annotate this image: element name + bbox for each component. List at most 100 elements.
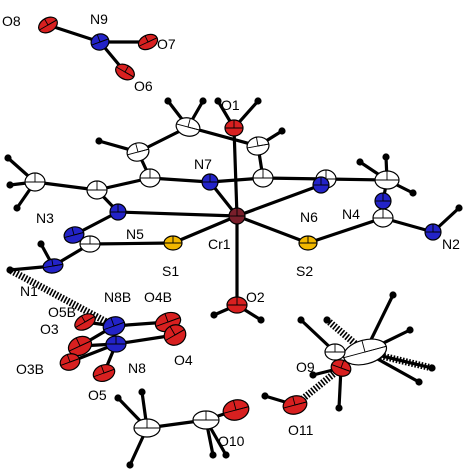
equator-line <box>155 317 181 327</box>
atom-n3 <box>63 226 85 244</box>
hydrogen-atom-h19 <box>323 316 331 324</box>
equator-line <box>91 38 109 46</box>
label-N2: N2 <box>442 236 460 252</box>
hydrogen-atom-h20 <box>389 291 397 299</box>
atom-labels-layer: O8 N9 O7 O6 O1 N7 N3 N5 Cr1 N6 N4 N2 S1 … <box>2 11 460 449</box>
hydrogen-atoms-layer <box>4 97 463 469</box>
label-O3B: O3B <box>16 361 44 377</box>
atom-o4 <box>163 324 187 346</box>
equator-line <box>127 148 149 156</box>
atom-c6 <box>86 180 108 200</box>
label-N8B: N8B <box>104 289 131 305</box>
hydrogen-atom-h25 <box>335 404 343 412</box>
label-N7: N7 <box>194 156 212 172</box>
atom-cr1 <box>228 207 246 225</box>
hydrogen-atom-h1 <box>214 97 222 105</box>
atom-c13 <box>324 343 346 361</box>
bonds-layer <box>6 23 461 467</box>
label-O11: O11 <box>288 422 314 438</box>
atom-c14 <box>192 410 220 430</box>
label-N5: N5 <box>126 226 144 242</box>
equator-line <box>247 143 269 149</box>
atom-c15 <box>133 418 161 438</box>
label-O10: O10 <box>218 433 245 449</box>
hydrogen-atom-h12 <box>356 158 364 166</box>
equator-line <box>343 345 387 359</box>
label-O4B: O4B <box>144 289 172 305</box>
label-S2: S2 <box>296 263 313 279</box>
hydrogen-atom-h27 <box>209 451 217 459</box>
equator-line <box>116 66 134 78</box>
label-N4: N4 <box>342 206 360 222</box>
equator-line <box>60 358 80 366</box>
atom-c4 <box>139 168 161 188</box>
bond-c10-s2 <box>306 216 385 245</box>
atom-c11 <box>79 235 101 253</box>
equator-line <box>165 329 185 341</box>
hydrogen-atom-h5 <box>278 127 286 135</box>
atom-n6 <box>312 176 330 194</box>
equator-line <box>39 19 57 31</box>
atom-n8 <box>105 335 127 353</box>
label-O9: O9 <box>296 359 315 375</box>
atom-n2 <box>424 223 442 241</box>
atom-c9 <box>374 170 400 190</box>
hydrogen-atom-h10 <box>382 153 390 161</box>
atom-o9 <box>330 359 352 377</box>
heavy-atoms-layer <box>24 16 442 438</box>
atom-o10 <box>222 399 250 421</box>
bond-n6-cr1 <box>235 183 323 218</box>
atom-o6 <box>115 63 135 81</box>
equator-line <box>331 364 351 372</box>
label-Cr1: Cr1 <box>208 236 231 252</box>
hydrogen-atom-h17 <box>257 316 265 324</box>
hydrogen-atom-h31 <box>138 388 146 396</box>
atom-c10 <box>372 208 394 228</box>
equator-line <box>176 123 200 131</box>
atom-s1 <box>163 235 183 251</box>
atom-c12 <box>342 338 388 366</box>
atom-c1 <box>126 142 150 162</box>
atom-o2 <box>226 296 248 314</box>
equator-line <box>103 321 125 331</box>
label-S1: S1 <box>162 263 179 279</box>
bond-s2-cr1 <box>235 214 310 245</box>
atom-c8 <box>24 172 46 192</box>
atom-n4 <box>374 192 392 210</box>
atom-o11 <box>282 395 308 415</box>
hydrogen-atom-h2 <box>254 97 262 105</box>
label-N9: N9 <box>90 11 108 27</box>
label-O8: O8 <box>2 13 21 29</box>
equator-line <box>43 263 63 269</box>
hydrogen-atom-h4 <box>199 97 207 105</box>
atom-o7 <box>137 33 159 51</box>
hydrogen-atom-h29 <box>126 461 134 469</box>
label-N8: N8 <box>128 360 146 376</box>
atom-o8 <box>38 16 58 34</box>
label-O6: O6 <box>134 78 153 94</box>
hydrogen-atom-h9 <box>6 181 14 189</box>
hydrogen-atom-h22 <box>428 364 436 372</box>
atom-n9 <box>90 33 110 51</box>
atom-n1 <box>42 258 64 274</box>
label-O4: O4 <box>174 352 193 368</box>
hbond-n8b-h15 <box>8 266 116 330</box>
hydrogen-atom-h3 <box>164 97 172 105</box>
bond-c11-s1 <box>88 241 175 246</box>
label-N1: N1 <box>20 283 38 299</box>
equator-line <box>138 37 158 47</box>
equator-line <box>93 368 115 378</box>
label-O5: O5 <box>88 387 107 403</box>
atom-c2 <box>175 117 201 137</box>
hydrogen-atom-h18 <box>297 316 305 324</box>
atom-o5b <box>74 313 96 331</box>
hydrogen-atom-h15 <box>6 266 14 274</box>
atom-c3 <box>246 136 270 156</box>
bond-n5-cr1 <box>116 210 239 218</box>
hydrogen-atom-h23 <box>415 378 423 386</box>
hydrogen-atom-h8 <box>13 204 21 212</box>
hydrogen-atom-h13 <box>455 204 463 212</box>
bond-o1-cr1 <box>232 126 239 218</box>
label-O5B: O5B <box>48 304 76 320</box>
